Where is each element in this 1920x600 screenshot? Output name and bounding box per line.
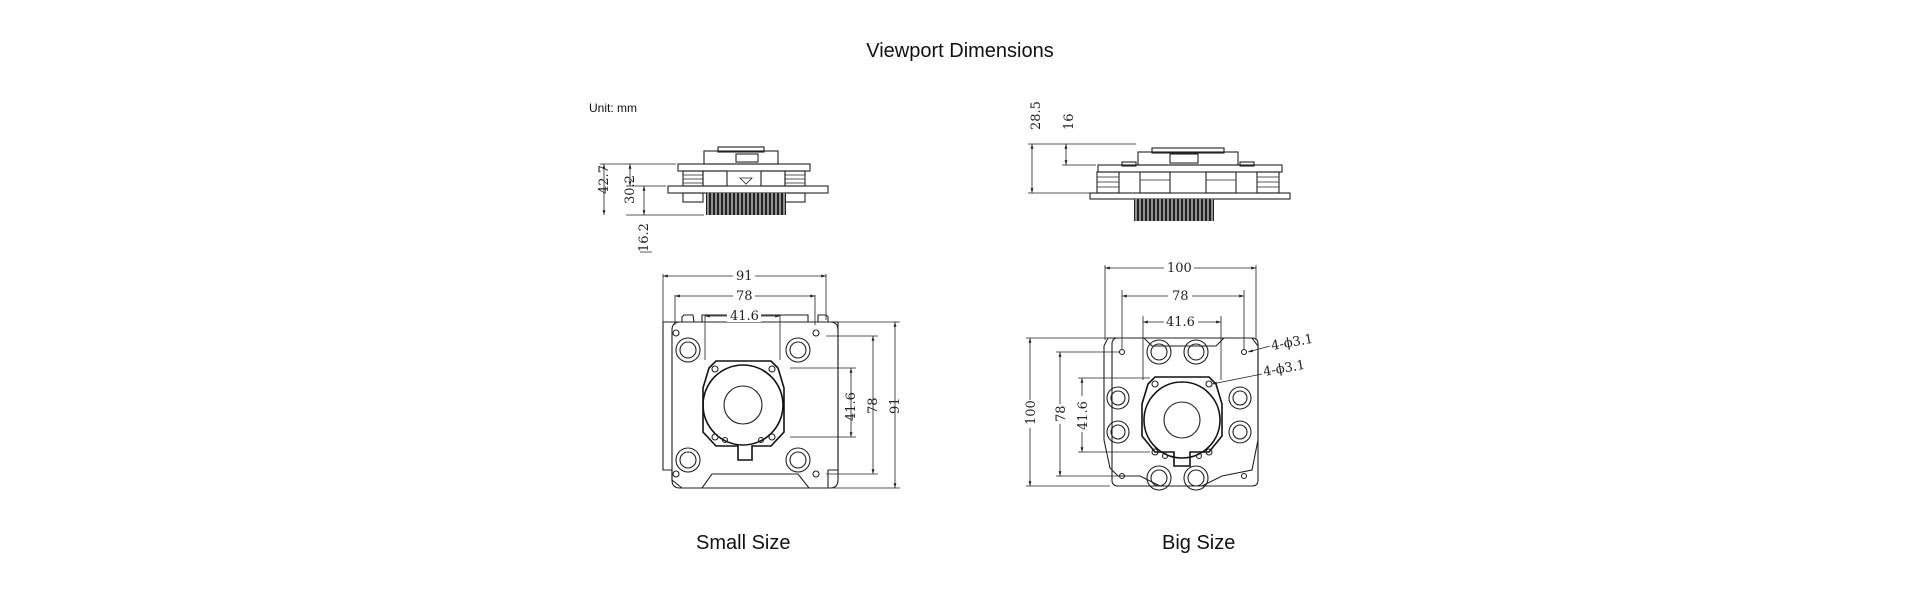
big-left-dim-78: 78 bbox=[1054, 405, 1069, 422]
small-right-dim-78: 78 bbox=[866, 397, 881, 414]
big-top-dim-100: 100 bbox=[1167, 261, 1192, 276]
small-top-dim-91: 91 bbox=[736, 269, 753, 284]
big-left-dim-100: 100 bbox=[1024, 400, 1039, 425]
small-side-dim-30-2: 30.2 bbox=[623, 175, 638, 204]
big-side-view: 28.5 16 bbox=[1028, 101, 1291, 221]
page-title: Viewport Dimensions bbox=[866, 40, 1054, 62]
big-side-dim-16: 16 bbox=[1062, 113, 1077, 130]
big-side-dim-28-5: 28.5 bbox=[1029, 101, 1044, 130]
small-right-dim-41-6: 41.6 bbox=[844, 392, 859, 421]
small-top-dim-78: 78 bbox=[736, 289, 753, 304]
big-top-dim-78: 78 bbox=[1172, 289, 1189, 304]
big-top-dim-41-6: 41.6 bbox=[1166, 315, 1195, 330]
small-top-view: 91 78 41.6 41.6 78 91 bbox=[662, 268, 903, 489]
big-hole-label-outer: 4-ϕ3.1 bbox=[1270, 332, 1314, 354]
big-size-caption: Big Size bbox=[1162, 532, 1236, 554]
small-size-caption: Small Size bbox=[696, 532, 791, 554]
small-side-dim-42-7: 42.7 bbox=[597, 165, 612, 194]
unit-label: Unit: mm bbox=[589, 101, 637, 115]
small-right-dim-91: 91 bbox=[888, 397, 903, 414]
big-left-dim-41-6: 41.6 bbox=[1076, 401, 1091, 430]
small-top-dim-41-6: 41.6 bbox=[730, 309, 759, 324]
big-top-view: 100 78 41.6 100 78 41.6 4-ϕ3.1 4-ϕ3.1 bbox=[1022, 259, 1314, 491]
small-side-view: 42.7 30.2 16.2 bbox=[597, 146, 829, 253]
big-hole-label-inner: 4-ϕ3.1 bbox=[1262, 358, 1306, 380]
small-side-dim-16-2: 16.2 bbox=[637, 223, 652, 252]
